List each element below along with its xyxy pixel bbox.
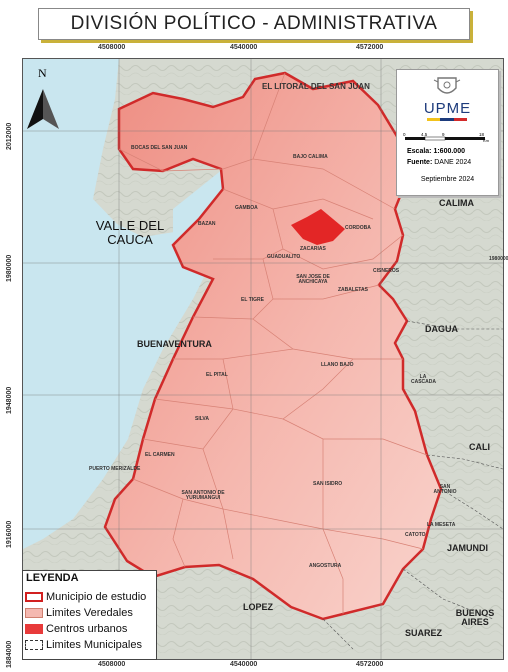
vereda-boundaries: [118, 72, 428, 614]
legend-label-municipales: Limites Municipales: [46, 639, 142, 651]
region-la-meseta: LA MESETA: [427, 522, 456, 528]
vereda-bajo-calima: BAJO CALIMA: [293, 154, 328, 160]
region-calima: CALIMA: [439, 198, 474, 208]
coord-left-2: 1980000: [6, 254, 13, 282]
upme-emblem-icon: [433, 77, 461, 94]
coord-left-5: 1884000: [6, 640, 13, 668]
region-dagua: DAGUA: [425, 324, 458, 334]
vereda-gamboa: GAMBOA: [235, 205, 258, 211]
coord-bottom-3: 4572000: [356, 661, 384, 668]
vereda-catoto: CATOTO: [405, 532, 426, 538]
urban-center[interactable]: [291, 209, 345, 245]
north-arrow-label: N: [38, 66, 47, 80]
region-san-antonio: SAN ANTONIO: [433, 484, 457, 496]
vereda-san-jose-de-anchicaya: SAN JOSE DE ANCHICAYA: [296, 274, 330, 286]
region-cali: CALI: [469, 442, 490, 452]
scale-tick-1: 4,5: [421, 132, 428, 137]
coord-left-3: 1948000: [6, 386, 13, 414]
vereda-san-antonio-de-yurumangui: SAN ANTONIO DE YURUMANGUI: [181, 490, 225, 502]
coord-left-4: 1916000: [6, 520, 13, 548]
vereda-llano-bajo: LLANO BAJO: [321, 362, 354, 368]
coord-right-1: 1980000: [489, 256, 508, 262]
region-el-litoral: EL LITORAL DEL SAN JUAN: [262, 82, 370, 91]
legend-item-municipio: Municipio de estudio: [25, 590, 146, 604]
coord-bottom-1: 4508000: [98, 661, 126, 668]
coord-top-3: 4572000: [356, 44, 384, 51]
region-buenaventura: BUENAVENTURA: [137, 339, 212, 349]
region-lopez: LOPEZ: [243, 602, 274, 612]
sea-area: [23, 59, 213, 549]
vereda-zacarias: ZACARIAS: [300, 246, 326, 252]
vereda-bocas-del-san-juan: BOCAS DEL SAN JUAN: [131, 145, 188, 151]
scale-unit: Km: [483, 138, 490, 143]
legend-label-municipio: Municipio de estudio: [46, 591, 147, 603]
vereda-el-carmen: EL CARMEN: [145, 452, 175, 458]
source-key: Fuente:: [407, 159, 433, 166]
municipal-boundaries: [322, 142, 504, 650]
vereda-cisneros: CISNEROS: [373, 268, 400, 274]
region-jamundi: JAMUNDI: [447, 543, 489, 553]
legend-item-urbanos: Centros urbanos: [25, 622, 127, 636]
municipality-polygon[interactable]: [103, 71, 443, 621]
vereda-bazan: BAZAN: [198, 221, 216, 227]
date-label: Septiembre 2024: [420, 176, 475, 183]
flag-blue: [440, 118, 454, 121]
vereda-el-tigre: EL TIGRE: [241, 297, 264, 303]
flag-yellow: [427, 118, 441, 121]
vereda-zabaletas: ZABALETAS: [338, 287, 368, 293]
source-value: DANE 2024: [434, 159, 472, 166]
scale-tick-3: 18: [479, 132, 485, 137]
coord-left-1: 2012000: [6, 122, 13, 150]
legend-swatch-municipio: [25, 592, 43, 602]
legend-label-urbanos: Centros urbanos: [46, 623, 128, 635]
legend: LEYENDA Municipio de estudio Limites Ver…: [22, 570, 157, 660]
scale-tick-2: 9: [442, 132, 445, 137]
legend-label-veredas: Limites Veredales: [46, 607, 133, 619]
map-title: DIVISIÓN POLÍTICO - ADMINISTRATIVA: [38, 8, 470, 40]
vereda-el-pital: EL PITAL: [206, 372, 228, 378]
legend-swatch-veredas: [25, 608, 43, 618]
scale-tick-0: 0: [403, 132, 406, 137]
region-suarez: SUAREZ: [405, 628, 443, 638]
flag-red: [453, 118, 467, 121]
source-label: Fuente: DANE 2024: [407, 159, 471, 166]
scale-label: Escala: 1:600.000: [407, 148, 465, 155]
region-buenos-aires: BUENOS AIRES: [455, 608, 495, 628]
scale-bar: 0 4,5 9 18 Km: [403, 132, 490, 143]
vereda-silva: SILVA: [195, 416, 209, 422]
north-arrow: [27, 89, 59, 129]
legend-item-municipales: Limites Municipales: [25, 638, 142, 652]
flag-strip: [427, 118, 467, 121]
legend-swatch-municipales: [25, 640, 43, 650]
upme-logo-text: UPME: [423, 100, 472, 117]
legend-swatch-urbanos: [25, 624, 43, 634]
legend-item-veredas: Limites Veredales: [25, 606, 133, 620]
vereda-angostura: ANGOSTURA: [309, 563, 342, 569]
vereda-cordoba: CORDOBA: [345, 225, 371, 231]
vereda-guadualito: GUADUALITO: [267, 254, 301, 260]
coord-top-1: 4508000: [98, 44, 126, 51]
vereda-puerto-merizalde: PUERTO MERIZALDE: [89, 466, 141, 472]
region-valle-del-cauca: VALLE DEL CAUCA: [95, 218, 165, 247]
region-la-cascada: LA CASCADA: [411, 374, 436, 386]
coord-top-2: 4540000: [230, 44, 258, 51]
graticule: [23, 59, 503, 659]
vereda-san-isidro: SAN ISIDRO: [313, 481, 343, 487]
info-box: UPME 0 4,5 9 18 Km Escala: 1:600.000 Fue…: [396, 69, 499, 196]
legend-title: LEYENDA: [26, 572, 79, 584]
coord-bottom-2: 4540000: [230, 661, 258, 668]
